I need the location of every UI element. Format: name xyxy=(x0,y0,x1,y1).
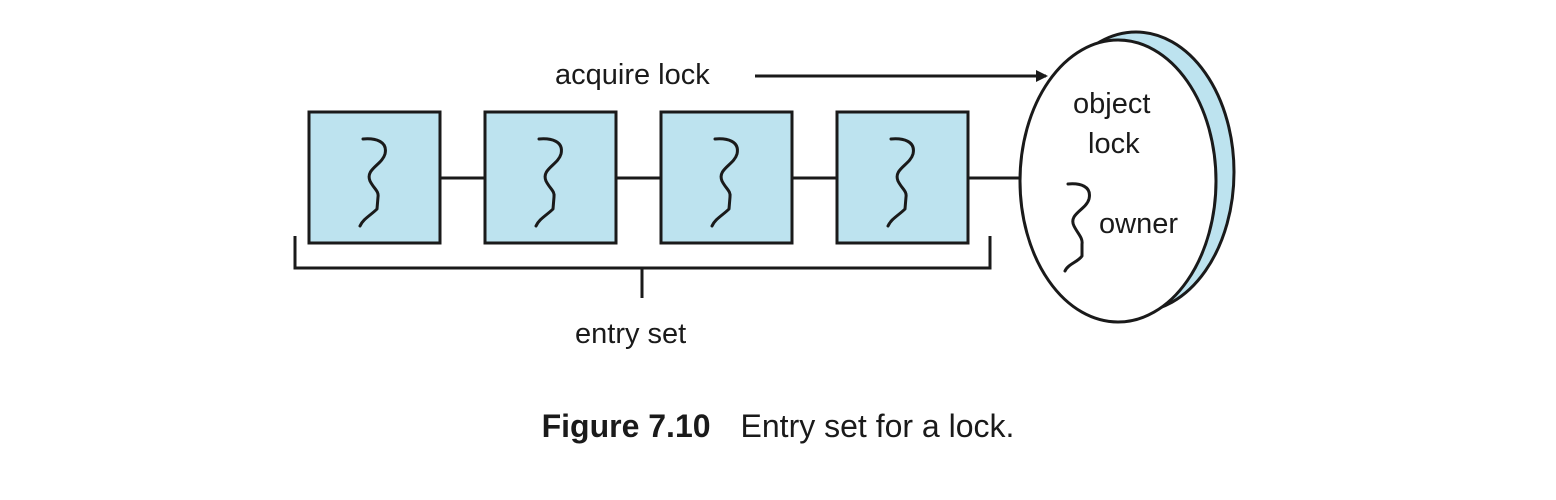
waiting-thread-icon xyxy=(710,137,739,228)
figure-number: Figure 7.10 xyxy=(541,408,711,444)
owner-thread-icon xyxy=(1063,182,1091,273)
object-lock-front xyxy=(1018,38,1218,324)
entry-set-bracket xyxy=(293,236,992,298)
entry-set-label: entry set xyxy=(575,318,686,350)
waiting-thread-icon xyxy=(534,137,563,228)
waiting-thread-box xyxy=(835,110,970,245)
acquire-lock-label: acquire lock xyxy=(555,59,710,91)
object-lock-label-line1: object xyxy=(1073,88,1150,120)
figure-caption-text: Entry set for a lock. xyxy=(740,408,1015,444)
object-lock-label-line2: lock xyxy=(1088,128,1140,160)
waiting-thread-icon xyxy=(886,137,915,228)
object-lock: object lock owner xyxy=(1018,30,1236,324)
waiting-thread-box xyxy=(659,110,794,245)
entry-queue xyxy=(307,110,970,245)
owner-label: owner xyxy=(1099,208,1178,240)
figure-caption: Figure 7.10 Entry set for a lock. xyxy=(0,408,1556,445)
waiting-thread-box xyxy=(483,110,618,245)
waiting-thread-box xyxy=(307,110,442,245)
waiting-thread-icon xyxy=(358,137,387,228)
